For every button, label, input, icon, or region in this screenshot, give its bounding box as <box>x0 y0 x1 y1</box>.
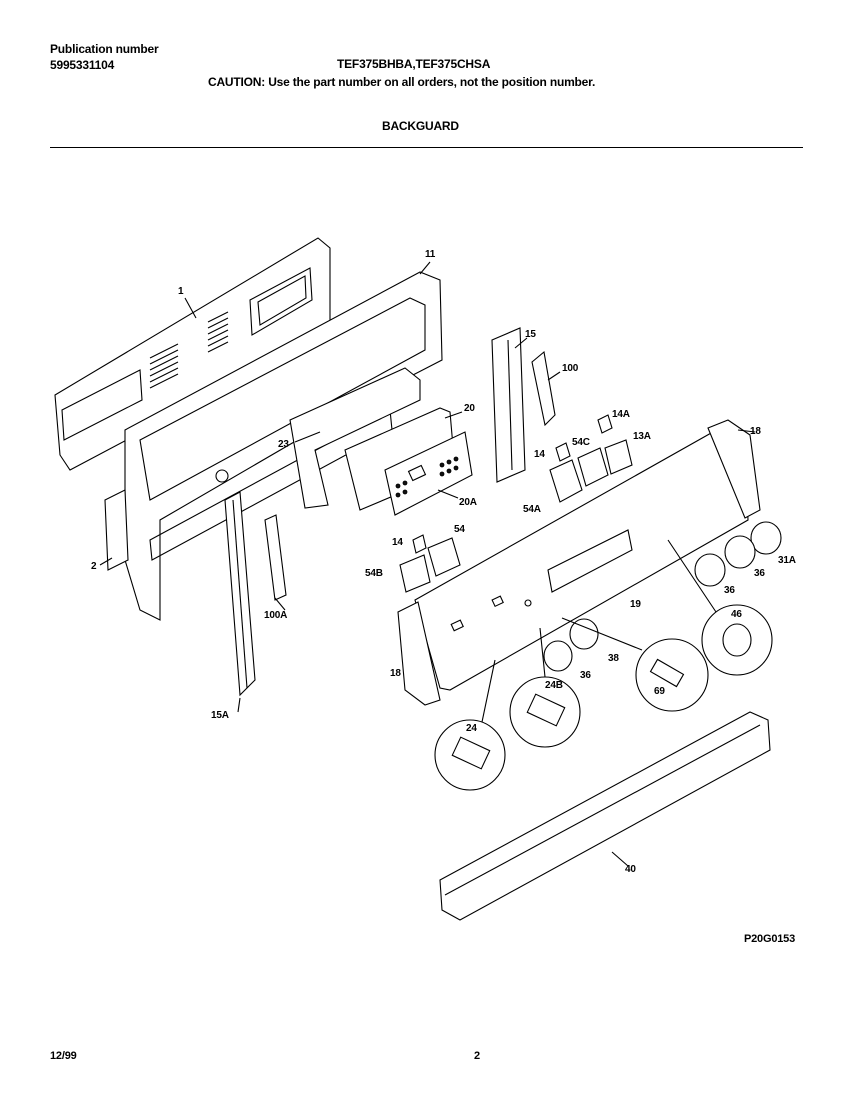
part-18-end-cap-right <box>707 419 761 519</box>
callout-15: 15 <box>525 329 536 340</box>
callout-36-a: 36 <box>754 568 765 579</box>
callout-23: 23 <box>278 439 289 450</box>
part-14a-clip <box>597 414 613 434</box>
callout-54b: 54B <box>365 568 383 579</box>
part-54b-switch <box>399 554 431 593</box>
callout-100a: 100A <box>264 610 288 621</box>
section-title: BACKGUARD <box>382 119 459 133</box>
part-100a-trim <box>264 514 287 601</box>
part-2-bracket <box>104 489 129 571</box>
callout-24: 24 <box>466 723 477 734</box>
callout-54: 54 <box>454 524 465 535</box>
detail-24b-switch <box>509 627 581 748</box>
callout-24b: 24B <box>545 680 563 691</box>
header-divider <box>50 147 803 148</box>
callout-36-b: 36 <box>724 585 735 596</box>
part-23-control-bracket <box>289 367 421 509</box>
detail-46-knob <box>667 539 773 676</box>
callout-40: 40 <box>625 864 636 875</box>
callout-100: 100 <box>562 363 579 374</box>
part-18-end-cap-left <box>397 601 441 706</box>
callout-15a: 15A <box>211 710 229 721</box>
detail-69-screw <box>561 617 709 712</box>
callout-46: 46 <box>731 609 742 620</box>
leader-lines <box>99 261 756 867</box>
callout-14-upper: 14 <box>534 449 545 460</box>
callout-38: 38 <box>608 653 619 664</box>
callout-18-left: 18 <box>390 668 401 679</box>
part-54c-switch <box>577 447 609 487</box>
callout-54a: 54A <box>523 504 541 515</box>
part-15a-bracket <box>224 491 256 697</box>
callout-54c: 54C <box>572 437 590 448</box>
drawing-id: P20G0153 <box>744 933 795 945</box>
callout-14-lower: 14 <box>392 537 403 548</box>
model-numbers: TEF375BHBA,TEF375CHSA <box>337 57 491 71</box>
part-15-bracket <box>491 327 526 483</box>
part-13a-switch <box>604 439 633 475</box>
callout-20: 20 <box>464 403 475 414</box>
callout-14a: 14A <box>612 409 630 420</box>
callout-1: 1 <box>178 286 184 297</box>
callout-18-right: 18 <box>750 426 761 437</box>
publication-number: 5995331104 <box>50 58 115 72</box>
part-14-clip-lower <box>412 534 427 554</box>
knobs <box>543 521 782 672</box>
callout-36-c: 36 <box>580 670 591 681</box>
caution-note: CAUTION: Use the part number on all orde… <box>208 75 596 89</box>
part-100-trim <box>531 350 556 427</box>
callout-20a: 20A <box>459 497 477 508</box>
footer-date: 12/99 <box>50 1050 77 1062</box>
part-54-switch <box>427 537 461 577</box>
detail-24-switch <box>434 659 506 791</box>
part-54a-switch <box>549 459 583 503</box>
part-20a-overlay <box>384 431 473 516</box>
callout-2: 2 <box>91 561 97 572</box>
callout-31a: 31A <box>778 555 796 566</box>
callout-19: 19 <box>630 599 641 610</box>
page-number: 2 <box>474 1050 480 1062</box>
callout-11: 11 <box>425 249 436 260</box>
callout-13a: 13A <box>633 431 651 442</box>
publication-label: Publication number <box>50 42 159 56</box>
part-40-trim <box>439 711 771 921</box>
callout-69: 69 <box>654 686 665 697</box>
part-14-clip-upper <box>555 442 571 462</box>
